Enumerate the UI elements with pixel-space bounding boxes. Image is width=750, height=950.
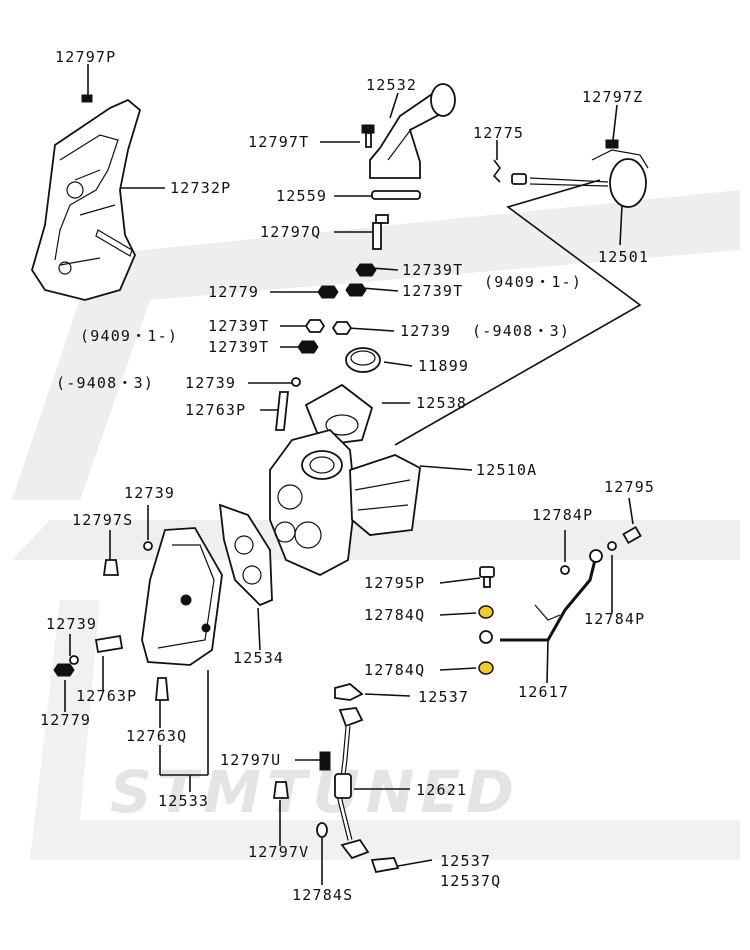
label-12797U: 12797U — [220, 751, 281, 769]
bolt-12797Q — [372, 214, 389, 250]
label-12763Q: 12763Q — [126, 727, 187, 745]
wastegate-actuator-12501 — [511, 139, 649, 208]
label-12732P: 12732P — [170, 179, 231, 197]
label-12617: 12617 — [518, 683, 569, 701]
label-12779-a: 12779 — [208, 283, 259, 301]
label-12775: 12775 — [473, 124, 524, 142]
washer-12784Q-b — [478, 661, 494, 675]
label-12779-b: 12779 — [40, 711, 91, 729]
label-12784Q-b: 12784Q — [364, 661, 425, 679]
label-12797Z: 12797Z — [582, 88, 643, 106]
leader-lines — [64, 64, 642, 885]
washer-12784Q-a — [478, 605, 494, 619]
bolt-12797V — [272, 781, 290, 799]
label-12739-b: 12739 — [185, 374, 236, 392]
clip-12775 — [492, 159, 501, 183]
bolt-12797U — [319, 751, 331, 771]
washer-12739-a — [143, 541, 153, 551]
label-9409-b: (9409・1-) — [80, 327, 178, 345]
label-12510A: 12510A — [476, 461, 537, 479]
watermark-swoosh-bottom — [30, 600, 740, 860]
heat-shield-12732P — [31, 94, 142, 301]
label-9408-a: (-9408・3) — [472, 322, 570, 340]
label-12739-c: 12739 — [124, 484, 175, 502]
washer-12739-b — [69, 655, 79, 665]
label-9408-b: (-9408・3) — [56, 374, 154, 392]
label-12784Q-a: 12784Q — [364, 606, 425, 624]
label-9409-a: (9409・1-) — [484, 273, 582, 291]
label-12739T-b: 12739T — [402, 282, 463, 300]
label-11899: 11899 — [418, 357, 469, 375]
label-12797V: 12797V — [248, 843, 309, 861]
label-12537Q: 12537Q — [440, 872, 501, 890]
label-12739-d: 12739 — [46, 615, 97, 633]
gasket-12559 — [371, 190, 421, 200]
seal-ring-11899 — [345, 347, 381, 373]
label-12739T-d: 12739T — [208, 338, 269, 356]
label-12797S: 12797S — [72, 511, 133, 529]
parts — [31, 83, 649, 874]
label-12501: 12501 — [598, 248, 649, 266]
watermark-swoosh-top — [12, 190, 740, 500]
label-12795-a: 12795 — [604, 478, 655, 496]
label-12797Q: 12797Q — [260, 223, 321, 241]
oil-return-pipe-12621 — [334, 683, 400, 874]
banjo-bolt-12795P — [479, 566, 495, 588]
turbo-heat-shield-12533 — [141, 527, 223, 666]
label-12784P-a: 12784P — [532, 506, 593, 524]
label-12739T-a: 12739T — [402, 261, 463, 279]
oil-feed-pipe-12617 — [479, 525, 642, 644]
label-12795P: 12795P — [364, 574, 425, 592]
stud-12763Q — [155, 677, 169, 701]
watermark-text: STMTUNED — [110, 758, 520, 826]
nut-group — [291, 263, 377, 387]
label-12739-a: 12739 — [400, 322, 451, 340]
label-12784S: 12784S — [292, 886, 353, 904]
label-12763P-a: 12763P — [185, 401, 246, 419]
bolt-12797S — [102, 559, 120, 576]
label-12537-b: 12537 — [440, 852, 491, 870]
label-12763P-b: 12763P — [76, 687, 137, 705]
label-12537-a: 12537 — [418, 688, 469, 706]
gasket-12534 — [218, 503, 273, 607]
turbocharger-12510A — [269, 428, 421, 577]
label-12621: 12621 — [416, 781, 467, 799]
label-12533: 12533 — [158, 792, 209, 810]
part-labels: 12797P 12532 12797Z 12797T 12775 12732P … — [40, 48, 655, 904]
stud-12763P-lower — [94, 634, 124, 654]
label-12534: 12534 — [233, 649, 284, 667]
label-12797P: 12797P — [55, 48, 116, 66]
washer-12784S — [316, 822, 328, 838]
bolt-12797T — [361, 124, 375, 148]
label-12532: 12532 — [366, 76, 417, 94]
label-12797T: 12797T — [248, 133, 309, 151]
intake-elbow-12532 — [369, 83, 456, 179]
label-12739T-c: 12739T — [208, 317, 269, 335]
label-12784P-b: 12784P — [584, 610, 645, 628]
nut-12779-lower — [53, 663, 75, 677]
label-12559: 12559 — [276, 187, 327, 205]
label-12538: 12538 — [416, 394, 467, 412]
stud-12763P-upper — [275, 391, 289, 431]
